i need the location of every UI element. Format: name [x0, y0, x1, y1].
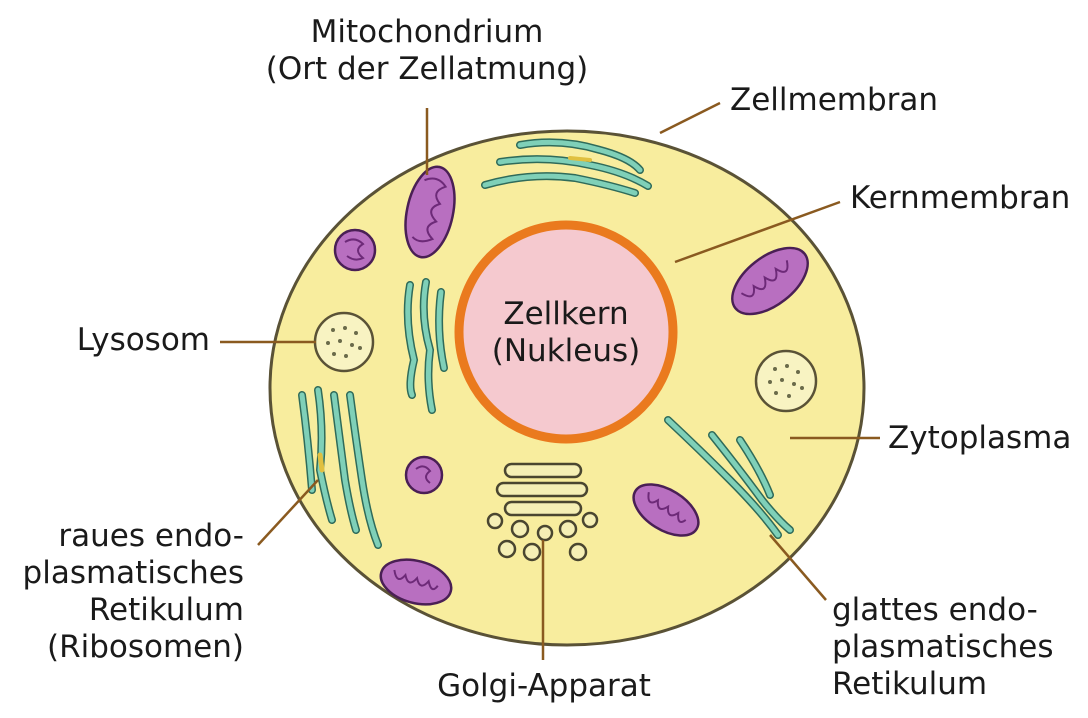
label-glattes-er-line2: plasmatisches [832, 629, 1053, 666]
lysosome-right [756, 351, 816, 411]
label-lysosom: Lysosom [40, 322, 210, 359]
mitochondrion-small-left [335, 230, 375, 270]
label-golgi: Golgi-Apparat [410, 668, 678, 705]
label-glattes-er-line3: Retikulum [832, 666, 1053, 703]
label-raues-er: raues endo- plasmatisches Retikulum (Rib… [12, 518, 244, 666]
label-glattes-er: glattes endo- plasmatisches Retikulum [832, 592, 1053, 703]
label-glattes-er-line1: glattes endo- [832, 592, 1053, 629]
label-zytoplasma: Zytoplasma [888, 420, 1071, 457]
label-raues-er-line2: plasmatisches [12, 555, 244, 592]
label-raues-er-line1: raues endo- [12, 518, 244, 555]
label-zellmembran: Zellmembran [730, 82, 938, 119]
label-mitochondrium-line1: Mitochondrium [252, 14, 602, 51]
lysosome-left [315, 313, 373, 371]
label-zellkern: Zellkern (Nukleus) [466, 296, 666, 370]
label-kernmembran: Kernmembran [850, 180, 1070, 217]
label-zellkern-line1: Zellkern [466, 296, 666, 333]
label-mitochondrium-line2: (Ort der Zellatmung) [252, 51, 602, 88]
label-mitochondrium: Mitochondrium (Ort der Zellatmung) [252, 14, 602, 88]
label-raues-er-line4: (Ribosomen) [12, 629, 244, 666]
label-raues-er-line3: Retikulum [12, 592, 244, 629]
mitochondrion-lower-left [406, 457, 442, 493]
leader-zellmembran [660, 103, 720, 133]
label-zellkern-line2: (Nukleus) [466, 333, 666, 370]
